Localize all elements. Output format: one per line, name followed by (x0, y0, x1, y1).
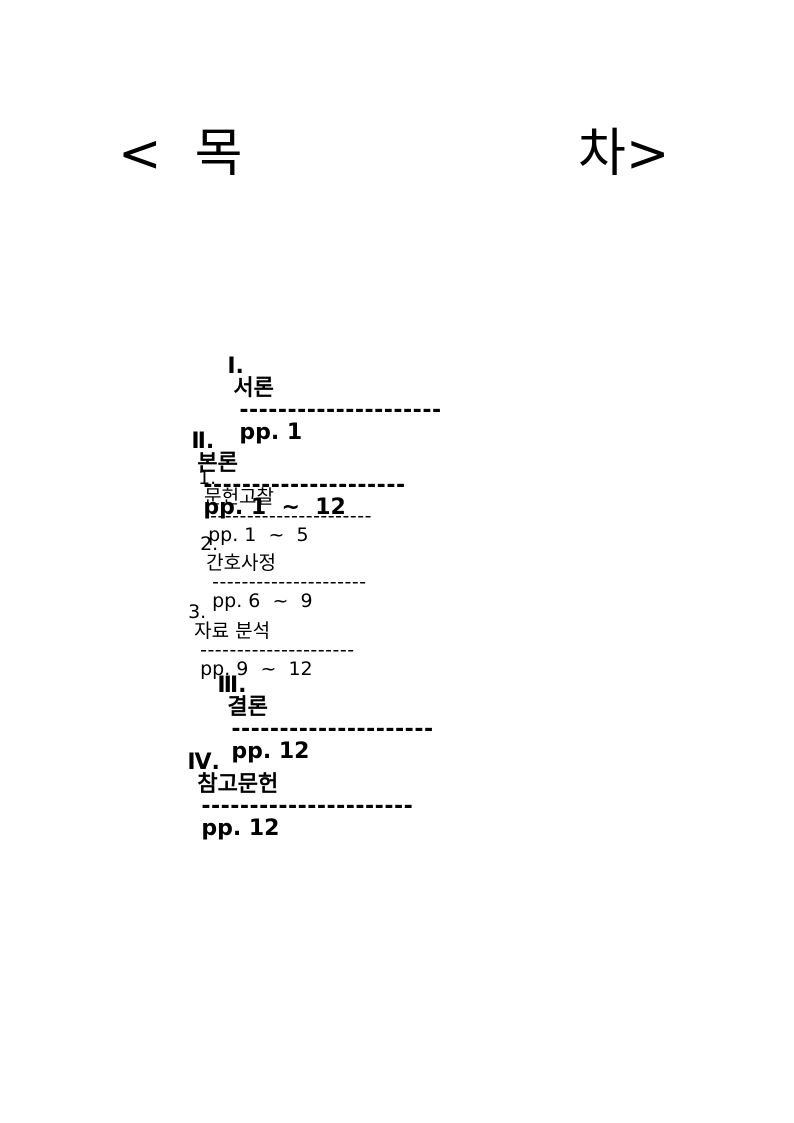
toc-entry-pages: pp. 1 ~ 5 (208, 524, 309, 546)
toc-entry-number: 3. (188, 601, 207, 623)
toc-entry-conclusion: Ⅲ. 결론 --------------------- pp. 12 (202, 653, 434, 763)
toc-entry-introduction: Ⅰ. 서론 --------------------- pp. 1 (212, 334, 442, 444)
toc-subentry-nursing-assessment: 2. 간호사정 --------------------- pp. 6 ~ 9 (188, 516, 367, 611)
toc-entry-label: 결론 (227, 695, 268, 720)
toc-entry-leader: --------------------- (200, 639, 355, 661)
toc-entry-number: Ⅰ. (227, 354, 244, 379)
toc-entry-leader: --------------------- (212, 571, 367, 593)
toc-entry-number: Ⅲ. (217, 673, 247, 698)
toc-entry-pages: pp. 12 (201, 816, 280, 841)
toc-entry-body: Ⅱ. 본론 --------------------- pp. 1 ~ 12 (176, 409, 406, 519)
toc-entry-pages: pp. 12 (231, 739, 310, 764)
toc-subentry-literature-review: 1. 문헌고찰 ---------------------- pp. 1 ~ 5 (186, 450, 372, 545)
toc-entry-pages: pp. 9 ~ 12 (200, 658, 313, 680)
toc-entry-references: Ⅳ. 참고문헌 ---------------------- pp. 12 (172, 730, 413, 840)
toc-entry-leader: --------------------- (239, 398, 442, 423)
toc-subentry-data-analysis: 3. 자료 분석 --------------------- pp. 9 ~ 1… (176, 584, 355, 679)
toc-entry-pages: pp. 6 ~ 9 (212, 590, 313, 612)
toc-entry-pages: pp. 1 ~ 12 (203, 495, 346, 520)
toc-entry-label: 서론 (233, 376, 274, 401)
toc-entry-label: 참고문헌 (197, 772, 279, 797)
toc-entry-label: 본론 (197, 451, 238, 476)
toc-entry-leader: ---------------------- (201, 794, 414, 819)
toc-entry-number: 1. (198, 467, 217, 489)
toc-entry-leader: --------------------- (231, 717, 434, 742)
toc-entry-leader: --------------------- (203, 473, 406, 498)
toc-entry-leader: ---------------------- (210, 505, 372, 527)
toc-entry-label: 문헌고찰 (204, 486, 275, 508)
toc-entry-number: Ⅳ. (187, 750, 220, 775)
toc-entry-number: Ⅱ. (191, 429, 215, 454)
toc-title-left: < 목 (118, 124, 243, 184)
toc-entry-label: 자료 분석 (194, 620, 271, 642)
toc-entry-number: 2. (200, 533, 219, 555)
toc-entry-label: 간호사정 (206, 552, 277, 574)
toc-title-right: 차> (578, 124, 670, 184)
toc-entry-pages: pp. 1 (239, 420, 303, 445)
